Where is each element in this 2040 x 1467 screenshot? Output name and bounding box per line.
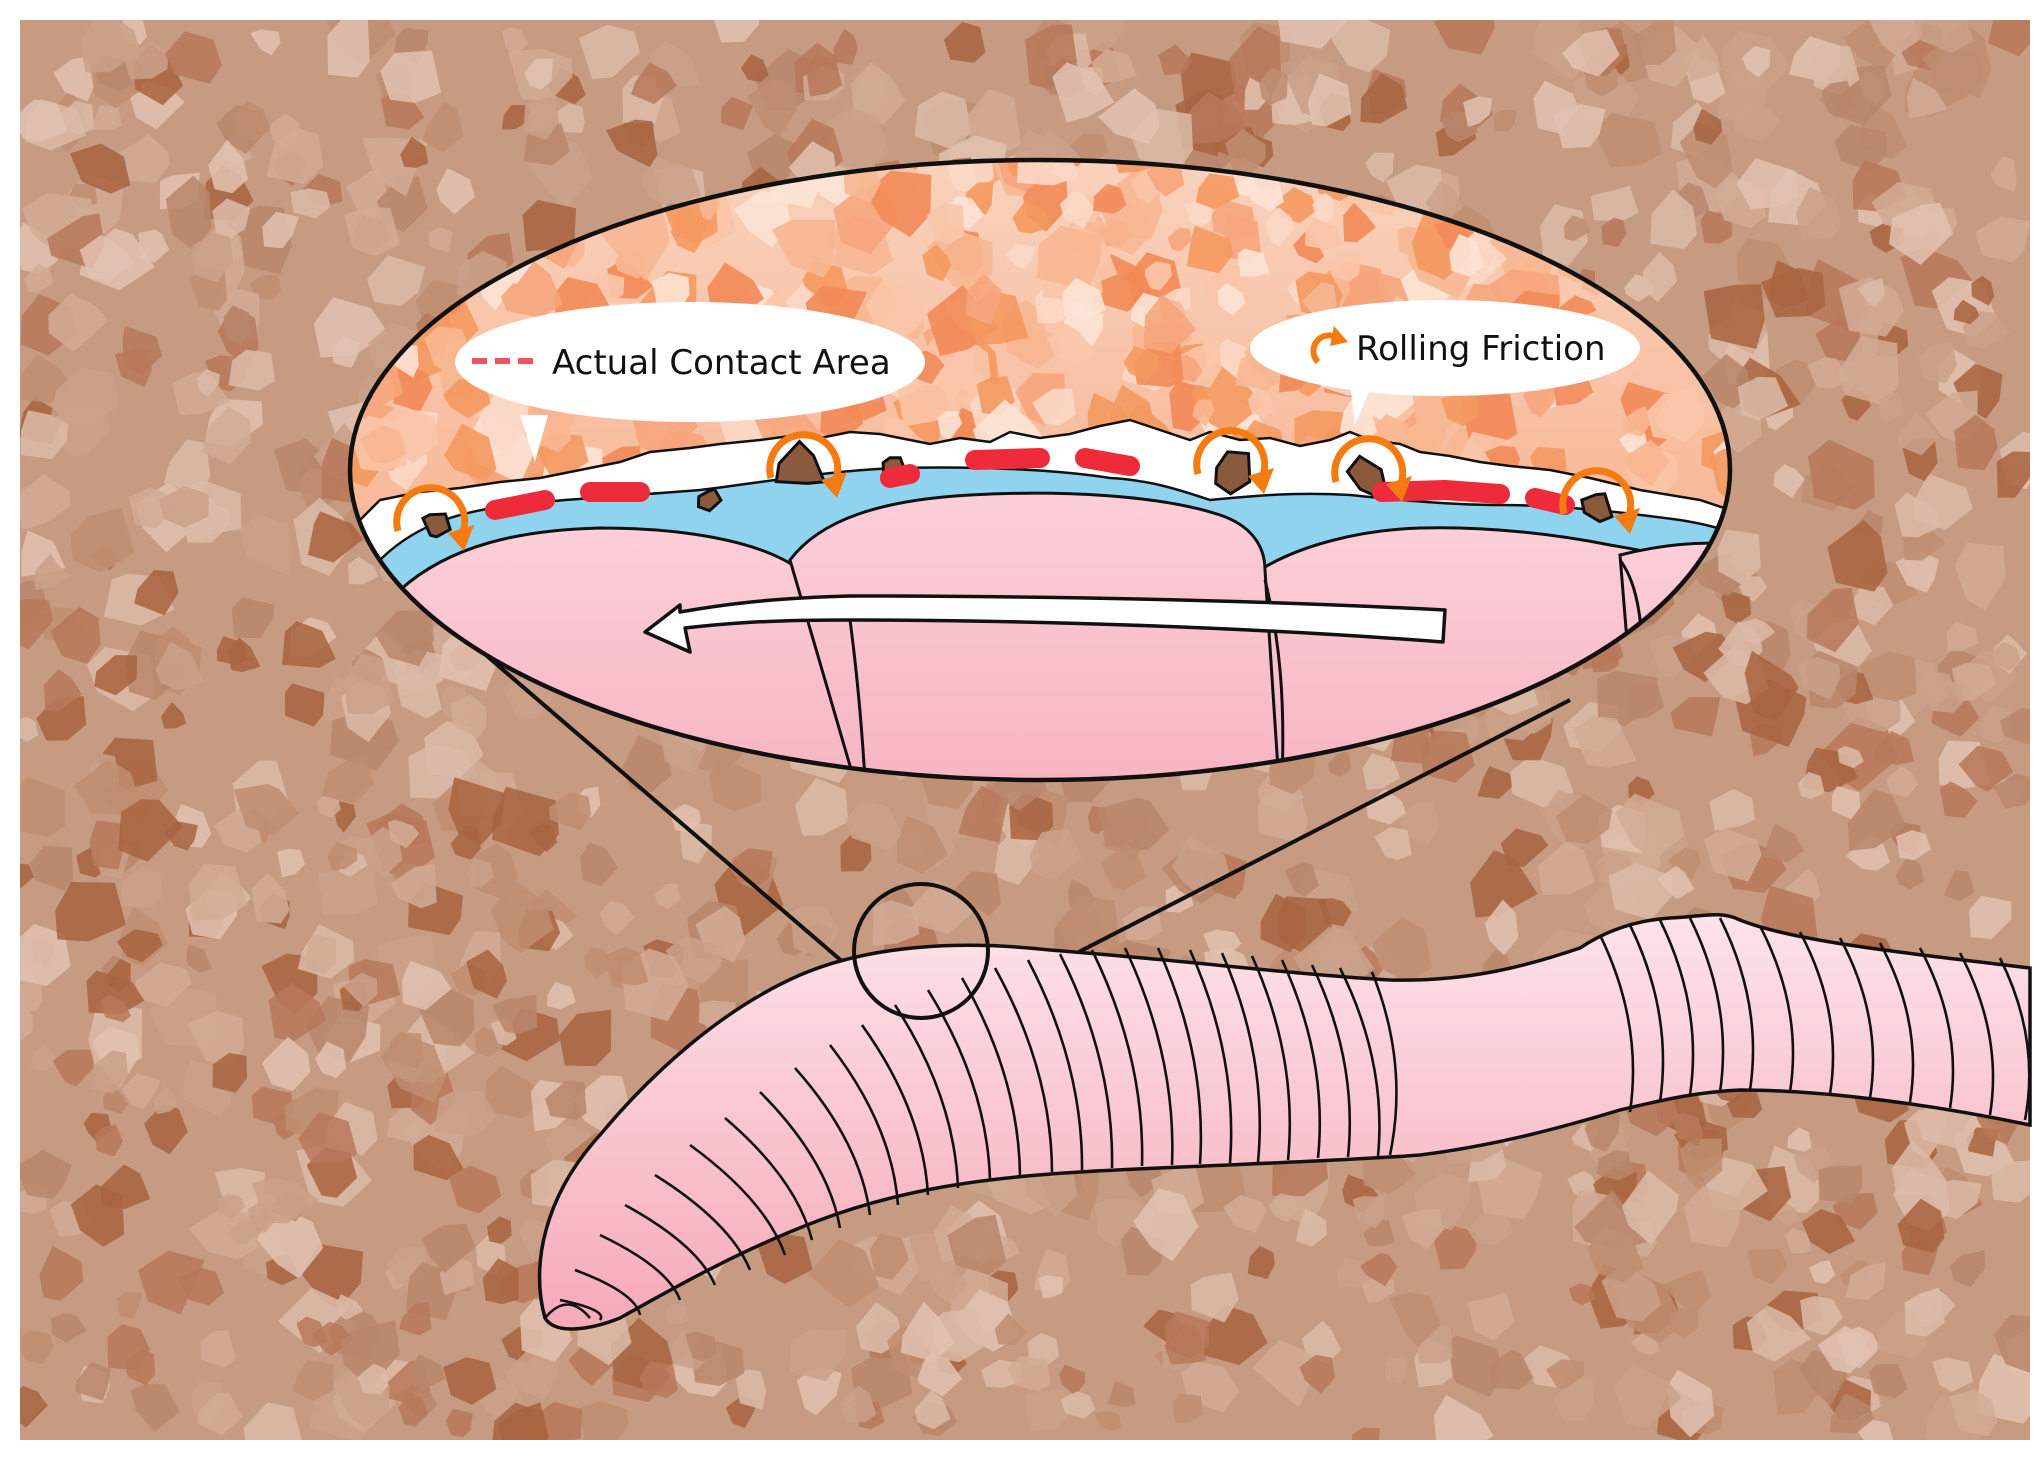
contact-label: Actual Contact Area [552,343,891,383]
rolling-label: Rolling Friction [1356,329,1606,369]
